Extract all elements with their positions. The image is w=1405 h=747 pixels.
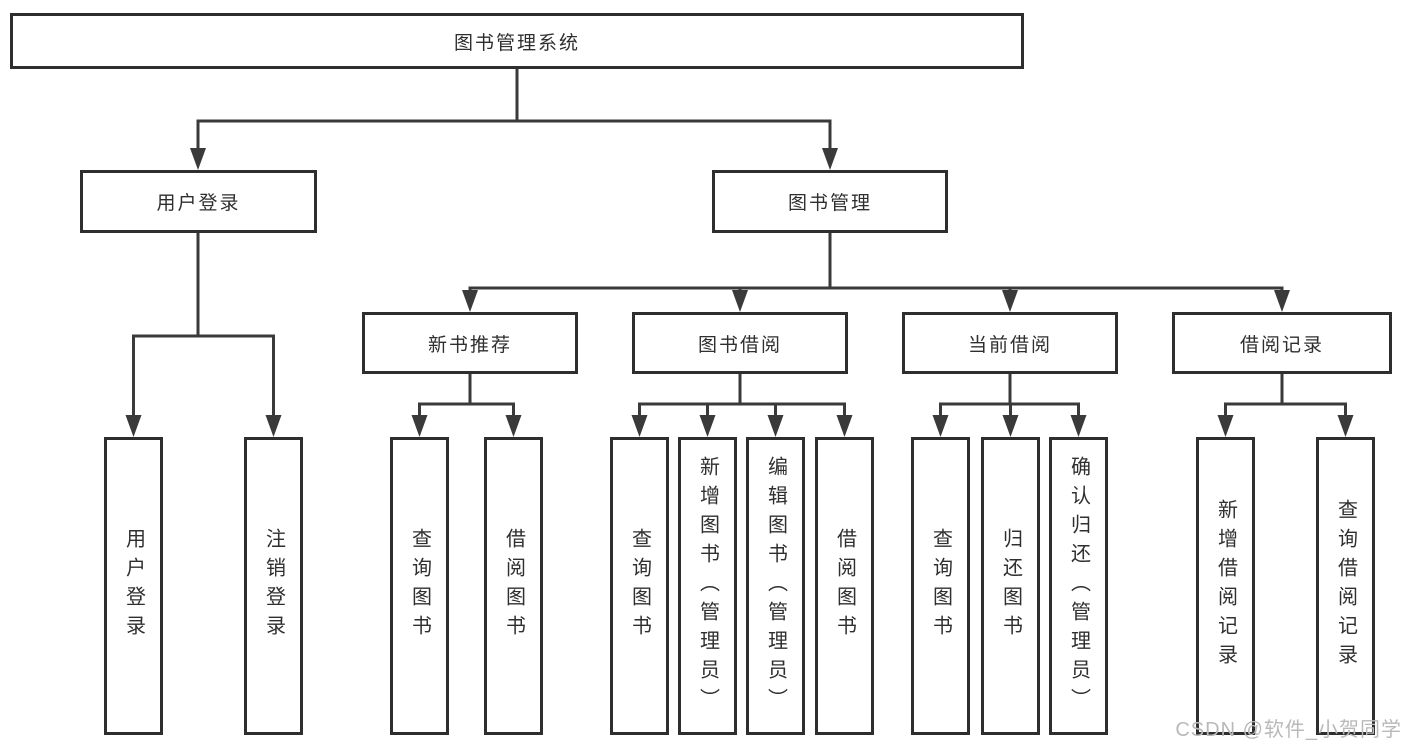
leaf-current-borrow-return-books: 归还图书	[981, 437, 1040, 735]
arrow-down-icon	[1274, 290, 1290, 312]
node-label: 当前借阅	[967, 334, 1052, 356]
arrow-down-icon	[1217, 415, 1234, 437]
node-label: 查询借阅记录	[1334, 499, 1357, 673]
arrow-down-icon	[822, 148, 838, 170]
arrow-down-icon	[1002, 415, 1019, 437]
connector-book-borrow-children	[638, 372, 846, 418]
arrow-down-icon	[699, 415, 716, 437]
node-label: 查询图书	[408, 528, 431, 644]
node-label: 借阅记录	[1239, 334, 1324, 356]
leaf-logout-login: 注销登录	[244, 437, 303, 735]
leaf-current-borrow-query-books: 查询图书	[911, 437, 970, 735]
node-label: 借阅图书	[833, 528, 856, 644]
node-label: 新增图书（管理员）	[696, 455, 719, 717]
node-label: 新增借阅记录	[1214, 499, 1237, 673]
node-current-borrow: 当前借阅	[902, 312, 1118, 374]
arrow-down-icon	[1070, 415, 1087, 437]
node-label: 查询图书	[929, 528, 952, 644]
connector-new-book-children	[418, 372, 515, 418]
connector-root-to-level2	[196, 67, 832, 151]
leaf-user-login: 用户登录	[104, 437, 163, 735]
node-label: 图书借阅	[697, 334, 782, 356]
node-library-management-system: 图书管理系统	[10, 13, 1024, 69]
arrow-down-icon	[767, 415, 784, 437]
node-label: 用户登录	[122, 528, 145, 644]
leaf-book-borrow-add-books-admin: 新增图书（管理员）	[678, 437, 737, 735]
node-user-login: 用户登录	[80, 170, 317, 233]
leaf-book-borrow-query-books: 查询图书	[610, 437, 669, 735]
arrow-down-icon	[631, 415, 648, 437]
arrow-down-icon	[932, 415, 949, 437]
node-label: 注销登录	[262, 528, 285, 644]
arrow-down-icon	[505, 415, 522, 437]
connector-user-login-children	[132, 231, 275, 418]
leaf-book-borrow-edit-books-admin: 编辑图书（管理员）	[746, 437, 805, 735]
arrow-down-icon	[190, 148, 206, 170]
node-label: 图书管理系统	[453, 32, 580, 54]
node-borrow-records: 借阅记录	[1172, 312, 1392, 374]
node-label: 用户登录	[156, 193, 241, 214]
csdn-watermark: CSDN @软件_小贺同学	[1175, 719, 1402, 741]
node-label: 借阅图书	[502, 528, 525, 644]
leaf-book-borrow-borrow-books: 借阅图书	[815, 437, 874, 735]
node-book-management: 图书管理	[712, 170, 948, 233]
node-label: 图书管理	[787, 193, 872, 214]
node-label: 编辑图书（管理员）	[764, 455, 787, 717]
node-label: 新书推荐	[427, 334, 512, 356]
connector-book-management-to-level3	[468, 231, 1284, 294]
node-label: 确认归还（管理员）	[1067, 455, 1090, 717]
leaf-records-query-borrow-record: 查询借阅记录	[1316, 437, 1375, 735]
leaf-new-book-query-books: 查询图书	[390, 437, 449, 735]
connector-current-borrow-children	[939, 372, 1080, 418]
connector-borrow-records-children	[1224, 372, 1347, 418]
arrow-down-icon	[462, 290, 478, 312]
leaf-current-borrow-confirm-return-admin: 确认归还（管理员）	[1049, 437, 1108, 735]
node-new-book-recommend: 新书推荐	[362, 312, 578, 374]
arrow-down-icon	[265, 415, 282, 437]
node-book-borrow: 图书借阅	[632, 312, 848, 374]
arrow-down-icon	[125, 415, 142, 437]
node-label: 查询图书	[628, 528, 651, 644]
leaf-records-add-borrow-record: 新增借阅记录	[1196, 437, 1255, 735]
arrow-down-icon	[1337, 415, 1354, 437]
node-label: 归还图书	[999, 528, 1022, 644]
arrow-down-icon	[1002, 290, 1018, 312]
arrow-down-icon	[836, 415, 853, 437]
arrow-down-icon	[411, 415, 428, 437]
arrow-down-icon	[732, 290, 748, 312]
leaf-new-book-borrow-books: 借阅图书	[484, 437, 543, 735]
